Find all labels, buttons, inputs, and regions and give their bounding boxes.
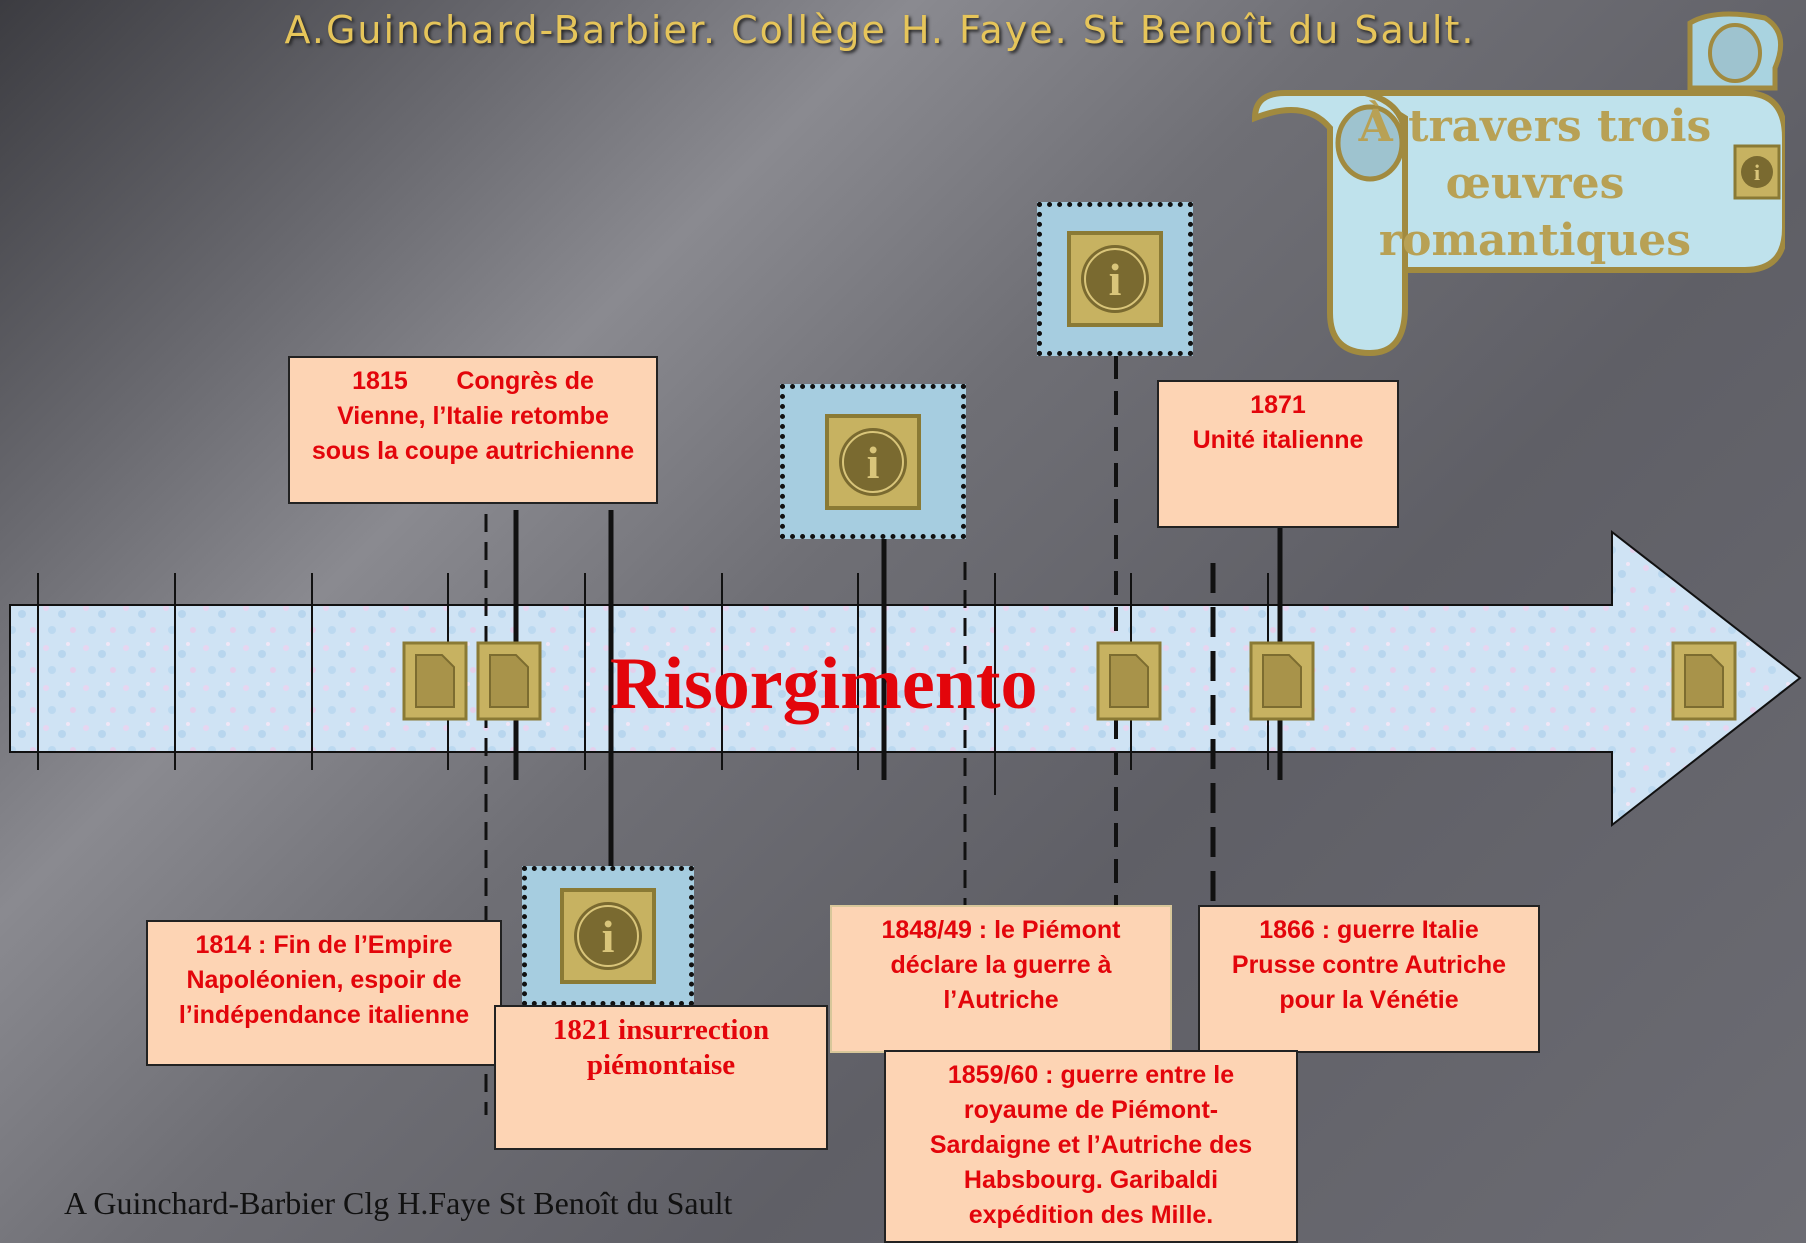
scroll-title: À travers trois œuvres romantiques [1340,98,1730,269]
event-1859-line5: expédition des Mille. [968,1201,1214,1229]
document-icon[interactable] [1096,641,1162,721]
event-1815-line3: sous la coupe autrichienne [311,437,635,465]
info-box: i [1037,202,1193,356]
svg-text:i: i [867,437,880,488]
event-1871-line1: 1871 [1250,391,1306,419]
timeline-title: Risorgimento [610,643,1038,725]
header-title: A.Guinchard-Barbier. Collège H. Faye. St… [284,8,1476,52]
document-icon[interactable] [476,641,542,721]
document-icon[interactable] [402,641,468,721]
info-icon[interactable]: i [1067,231,1163,327]
event-1859-line4: Habsbourg. Garibaldi [963,1166,1219,1194]
event-1821-line2: piémontaise [586,1049,736,1081]
event-1815-line2: Vienne, l’Italie retombe [337,402,609,430]
event-1814: 1814 : Fin de l’Empire Napoléonien, espo… [146,920,502,1066]
event-1866-line2: Prusse contre Autriche [1231,951,1507,979]
info-icon[interactable]: i [560,888,656,984]
document-icon[interactable] [1671,641,1737,721]
event-1848-line1: 1848/49 : le Piémont [881,916,1121,944]
event-1859-line3: Sardaigne et l’Autriche des [929,1131,1253,1159]
event-1814-line1: 1814 : Fin de l’Empire [195,931,453,959]
event-1848-line2: déclare la guerre à [890,951,1112,979]
event-1815-year: 1815 [352,367,408,395]
event-1814-line3: l’indépendance italienne [178,1001,470,1029]
document-icon[interactable] [1249,641,1315,721]
event-1866-line3: pour la Vénétie [1279,986,1459,1014]
event-1871: 1871 Unité italienne [1157,380,1399,528]
info-box: i [780,384,966,539]
footer-credit: A Guinchard-Barbier Clg H.Faye St Benoît… [64,1185,733,1221]
event-1814-line2: Napoléonien, espoir de [186,966,462,994]
event-1821-line1: 1821 insurrection [552,1014,770,1046]
event-1859: 1859/60 : guerre entre le royaume de Pié… [884,1050,1298,1243]
event-1848-line3: l’Autriche [943,986,1059,1014]
svg-text:i: i [602,911,615,962]
svg-text:i: i [1109,254,1122,305]
svg-text:i: i [1754,160,1760,185]
event-1821: 1821 insurrection piémontaise [494,1005,828,1150]
scroll-line-2: œuvres [1445,158,1625,209]
event-1866-line1: 1866 : guerre Italie [1259,916,1479,944]
event-1859-line1: 1859/60 : guerre entre le [947,1061,1235,1089]
event-1866: 1866 : guerre Italie Prusse contre Autri… [1198,905,1540,1053]
scroll-banner: i [1251,11,1785,357]
info-icon[interactable]: i [825,413,921,510]
event-1848: 1848/49 : le Piémont déclare la guerre à… [830,905,1172,1053]
event-1815-text: Congrès de [456,367,594,395]
event-1871-line2: Unité italienne [1192,426,1364,454]
event-1859-line2: royaume de Piémont- [963,1096,1219,1124]
scroll-line-1: À travers trois [1358,101,1712,152]
scroll-line-3: romantiques [1378,215,1692,266]
event-1815: 1815 Congrès de Vienne, l’Italie retombe… [288,356,658,504]
info-box: i [522,866,694,1006]
